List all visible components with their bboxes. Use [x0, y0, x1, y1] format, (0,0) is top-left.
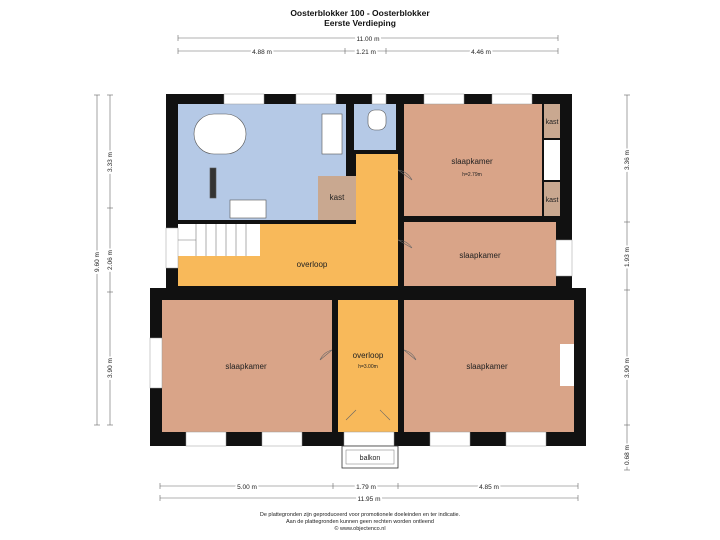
dim-left-top: 3.33 m	[107, 152, 114, 172]
radiator-icon	[209, 167, 217, 199]
dim-bottom-mid: 1.79 m	[356, 484, 376, 491]
label-bedroom-bottom-left: slaapkamer	[225, 362, 267, 371]
bedroom-top-right	[404, 104, 542, 216]
dim-left-mid: 2.06 m	[107, 250, 114, 270]
bathtub-icon	[193, 113, 247, 155]
dimension-lines	[94, 35, 630, 501]
dim-right-balcony: 0.68 m	[624, 445, 631, 465]
label-closet-top: kast	[546, 119, 559, 126]
dim-bottom-right: 4.85 m	[479, 484, 499, 491]
dim-top-left: 4.88 m	[252, 49, 272, 56]
toilet-icon	[367, 109, 387, 131]
dim-left-total: 9.60 m	[94, 252, 101, 272]
sink-icon	[229, 199, 267, 219]
label-bedroom-mid-right: slaapkamer	[459, 251, 501, 260]
label-bedroom-bottom-right: slaapkamer	[466, 362, 508, 371]
door-swings	[319, 169, 417, 421]
plan-subtitle: Eerste Verdieping	[324, 18, 396, 28]
plan-title: Oosterblokker 100 - Oosterblokker	[290, 8, 430, 18]
dim-left-bottom: 3.90 m	[107, 358, 114, 378]
shower-icon	[321, 113, 343, 155]
dim-right-bottom: 3.90 m	[624, 358, 631, 378]
label-landing-lower: overloop	[353, 351, 384, 360]
disclaimer-line-2: Aan de plattegronden kunnen geen rechten…	[285, 519, 434, 525]
chimney-bottom	[560, 344, 574, 386]
dim-bottom-total: 11.95 m	[357, 496, 380, 503]
dim-top-mid: 1.21 m	[356, 49, 376, 56]
bedroom-bottom-right	[404, 300, 574, 432]
balcony-inner	[345, 449, 395, 465]
closet-top	[544, 104, 560, 138]
landing-lower	[338, 300, 398, 432]
label-balcony: balkon	[360, 455, 381, 462]
closet-bathroom	[318, 176, 356, 220]
dim-top-right: 4.46 m	[471, 49, 491, 56]
closet-bottom	[544, 182, 560, 216]
dim-right-top: 3.36 m	[624, 150, 631, 170]
disclaimer-line-3: © www.objectenco.nl	[334, 526, 386, 532]
bedroom-mid-right	[404, 222, 556, 286]
label-landing-lower-height: h=3.00m	[358, 364, 378, 370]
dim-right-mid: 1.93 m	[624, 247, 631, 267]
fixtures	[193, 109, 387, 219]
windows	[149, 93, 573, 447]
chimney-top	[544, 140, 560, 180]
label-height-top-right: h=2.79m	[462, 172, 482, 178]
label-closet-bathroom: kast	[330, 193, 345, 202]
dim-top-total: 11.00 m	[356, 36, 379, 43]
label-landing-upper: overloop	[297, 260, 328, 269]
disclaimer-line-1: De plattegronden zijn geproduceerd voor …	[259, 512, 461, 518]
stair-steps	[178, 224, 247, 256]
dim-bottom-left: 5.00 m	[237, 484, 257, 491]
label-bedroom-top-right: slaapkamer	[451, 157, 493, 166]
bedroom-bottom-left	[162, 300, 332, 432]
label-closet-bottom: kast	[546, 197, 559, 204]
